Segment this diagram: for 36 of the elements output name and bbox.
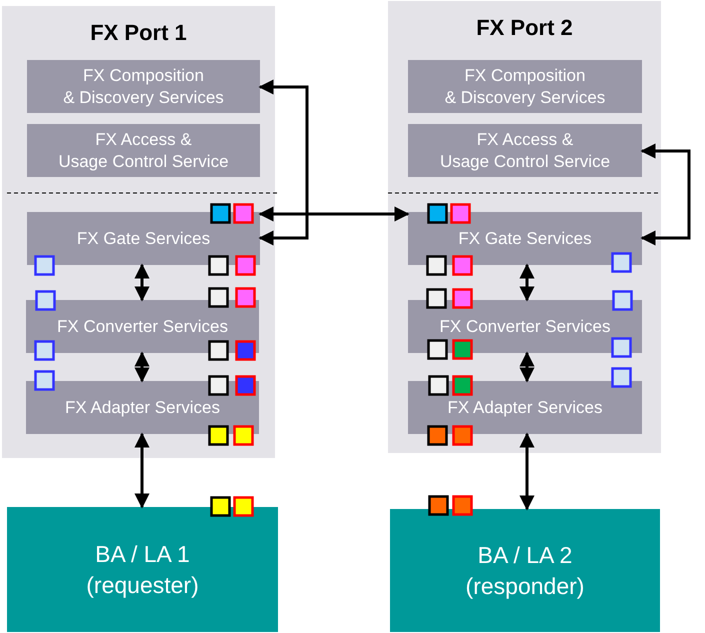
box-label: FX Composition & Discovery Services [63,64,224,108]
port-panel [2,6,275,458]
box-label: FX Composition & Discovery Services [444,64,606,108]
double-arrow [134,264,150,302]
service-box [26,300,259,353]
agent-box [390,509,660,632]
box-label: FX Access & Usage Control Service [440,128,610,172]
agent-box [7,507,278,632]
double-arrow [520,432,534,510]
service-box [27,60,260,113]
box-label: FX Converter Services [440,316,610,338]
box-label: FX Access & Usage Control Service [58,128,229,172]
port-panel [388,1,661,453]
double-arrow [258,206,410,222]
panel-title: FX Port 2 [476,15,573,41]
double-arrow [134,432,150,508]
box-label: FX Converter Services [57,316,228,338]
double-arrow [520,264,534,302]
service-box [27,212,260,265]
service-box [408,124,642,177]
service-box [27,124,260,177]
box-label: FX Adapter Services [65,396,220,418]
service-box [408,212,642,265]
service-box [408,60,642,113]
box-label: FX Adapter Services [448,396,602,418]
service-box [26,381,259,434]
box-label: FX Gate Services [458,228,592,250]
double-arrow [640,144,690,246]
box-label: BA / LA 1 (requester) [86,540,199,600]
service-box [408,381,642,434]
double-arrow [258,80,308,246]
panel-title: FX Port 1 [90,20,187,46]
double-arrow [134,352,150,382]
double-arrow [520,352,534,382]
box-label: BA / LA 2 (responder) [466,540,584,601]
box-label: FX Gate Services [76,228,210,250]
